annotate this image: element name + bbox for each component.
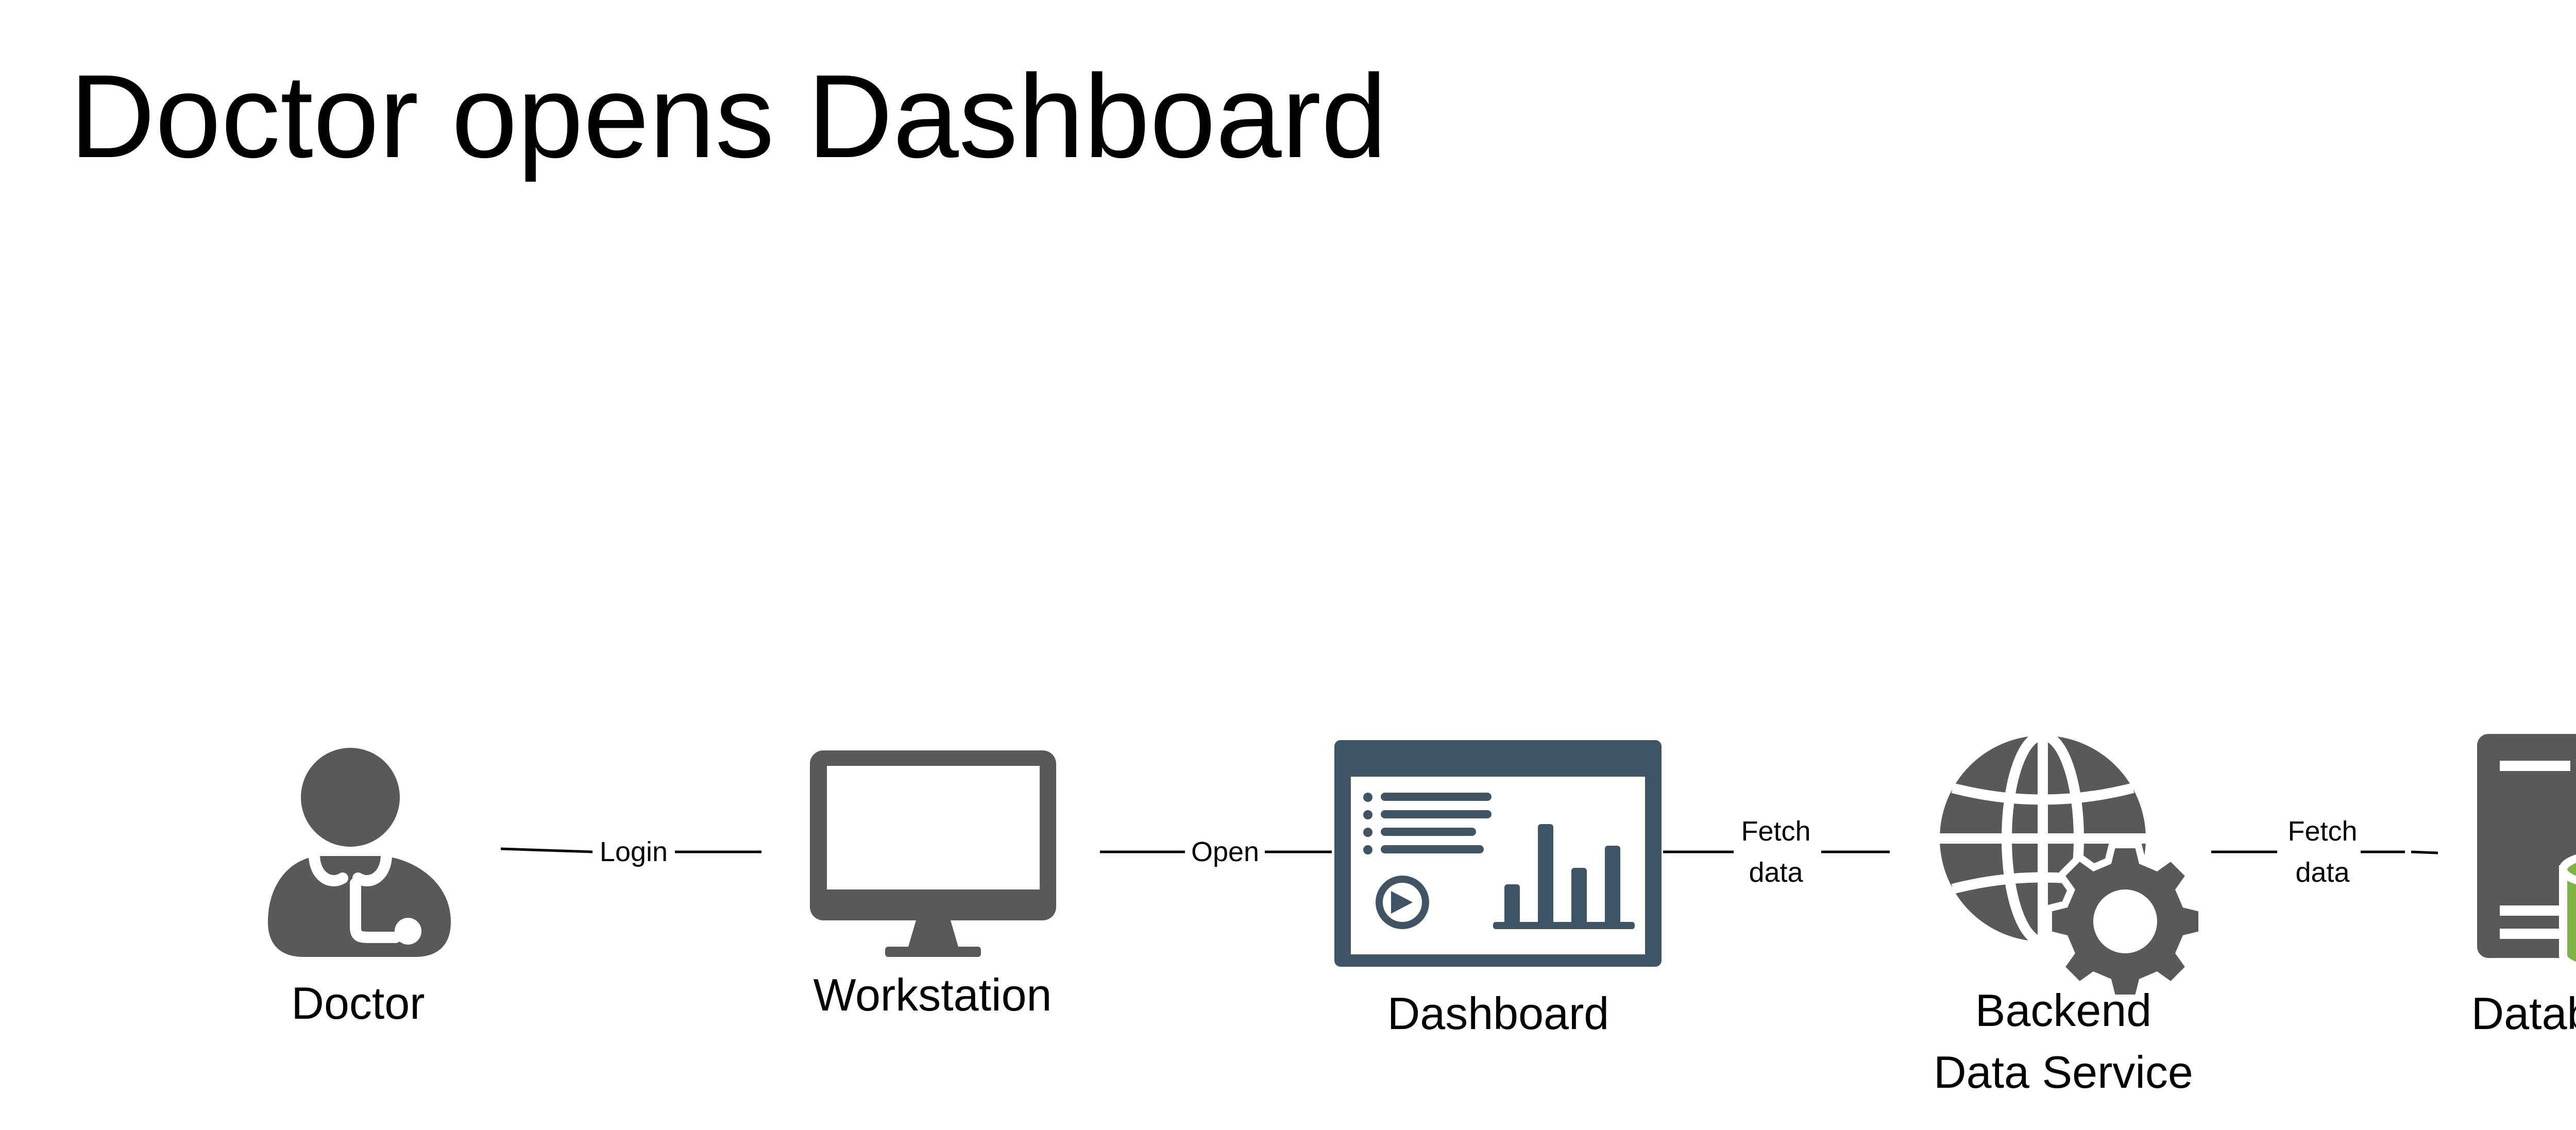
edge-fetch-data-1-label-line2: data: [1749, 857, 1803, 888]
edge-fetch-data-2-label-line2: data: [2295, 857, 2350, 888]
monitor-icon: [810, 750, 1056, 957]
edge-login: Login: [500, 836, 762, 867]
edge-login-label: Login: [600, 836, 668, 867]
database-label: Database: [2471, 988, 2576, 1039]
backend-label-line2: Data Service: [1934, 1047, 2193, 1098]
edge-open: Open: [1100, 836, 1332, 867]
globe-gear-icon: [1940, 730, 2206, 1002]
edge-fetch-data-2: Fetch data: [2211, 816, 2438, 888]
edge-fetch-data-1-label-line1: Fetch: [1741, 816, 1810, 847]
edge-fetch-data-1: Fetch data: [1663, 816, 1890, 888]
doctor-icon: [268, 748, 451, 957]
server-database-icon: [2477, 734, 2576, 971]
doctor-label: Doctor: [291, 978, 425, 1029]
dashboard-icon: [1334, 740, 1662, 967]
edge-open-label: Open: [1191, 836, 1259, 867]
workstation-label: Workstation: [814, 969, 1052, 1020]
backend-label-line1: Backend: [1975, 985, 2151, 1036]
edge-fetch-data-2-label-line1: Fetch: [2287, 816, 2357, 847]
dashboard-label: Dashboard: [1387, 988, 1609, 1039]
page-title: Doctor opens Dashboard: [70, 50, 1387, 182]
